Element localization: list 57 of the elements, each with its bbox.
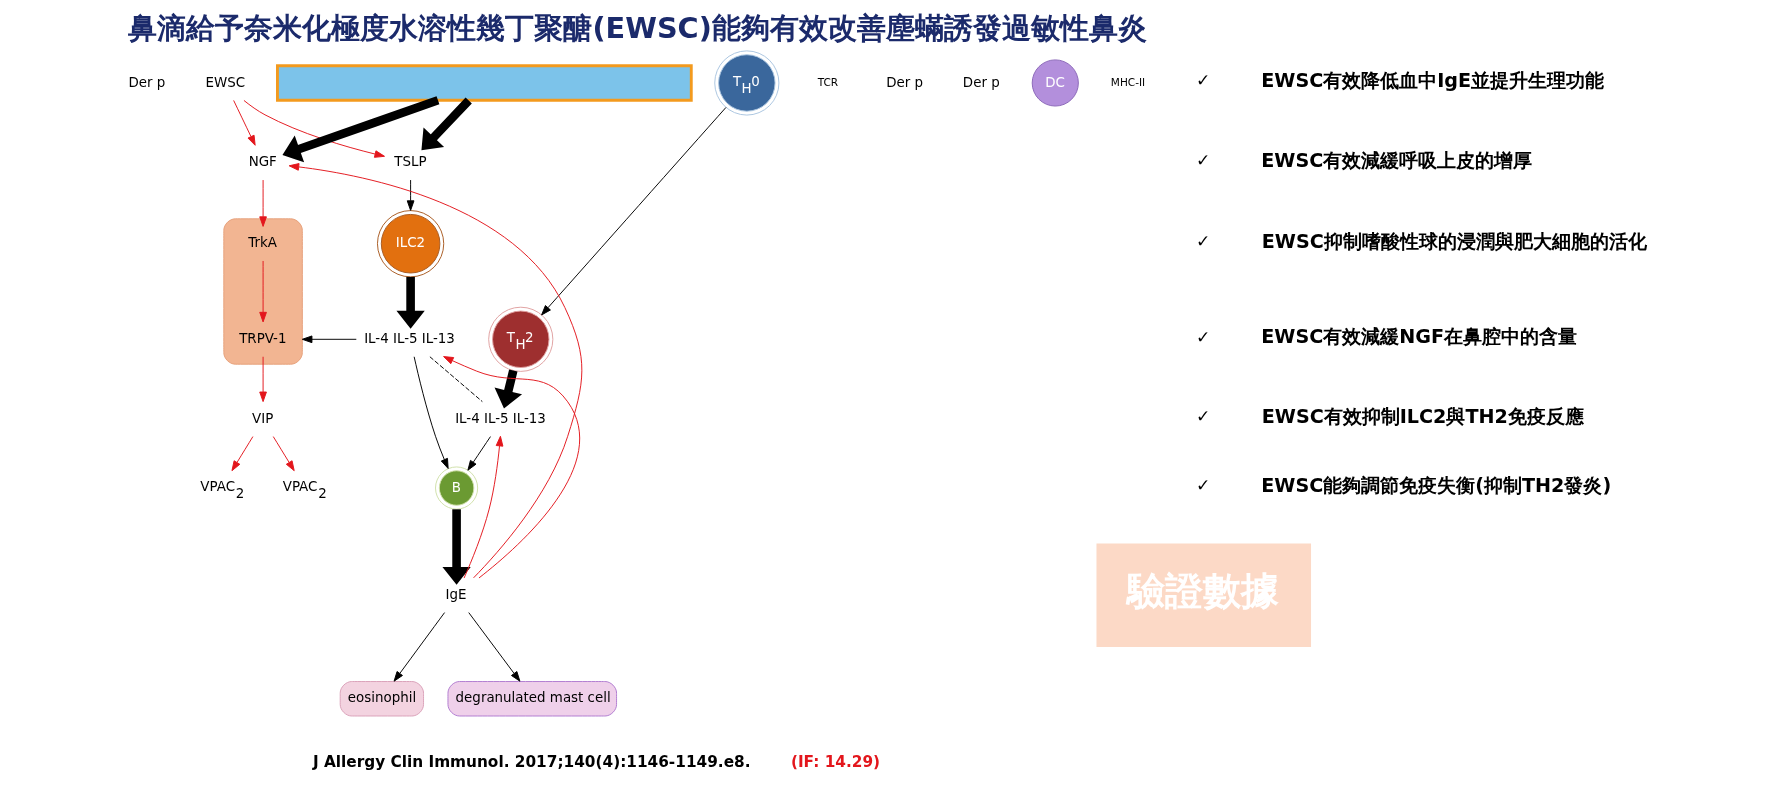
arrow [467, 436, 491, 471]
node-text: VIP [252, 410, 274, 426]
arrow [393, 612, 446, 682]
node-circle: DC [1031, 59, 1079, 107]
connector [429, 356, 483, 403]
arrow [442, 509, 471, 585]
node-box: eosinophil [339, 681, 424, 717]
arrow [443, 356, 580, 579]
label: ✓ [1196, 406, 1211, 427]
arrow [301, 335, 357, 344]
node-box [276, 64, 693, 102]
node-text: TrkA [248, 235, 277, 251]
node-text: Der p [128, 74, 166, 90]
label: EWSC有效抑制ILC2與TH2免疫反應 [1261, 404, 1584, 428]
arrow [231, 436, 254, 472]
arrow [288, 163, 583, 579]
node-text: IgE [445, 586, 467, 602]
node-label: TCR [817, 75, 839, 88]
node-text: Der p [962, 74, 1000, 90]
arrow [282, 96, 440, 163]
arrow [413, 356, 449, 469]
arrow [243, 99, 385, 158]
node-text: EWSC [205, 74, 246, 90]
node-text: Der p [886, 74, 924, 90]
node-text: IL-4 IL-5 IL-13 [455, 410, 546, 426]
label: ✓ [1196, 70, 1211, 91]
label: EWSC能夠調節免疫失衡(抑制TH2發炎) [1261, 473, 1612, 497]
arrow [463, 435, 504, 579]
label: EWSC有效減緩呼吸上皮的增厚 [1261, 148, 1533, 172]
label: ✓ [1196, 326, 1211, 347]
label: ✓ [1196, 475, 1211, 496]
arrow [233, 99, 256, 146]
label: J Allergy Clin Immunol. 2017;140(4):1146-1149.e8. [312, 752, 751, 771]
label: EWSC有效減緩NGF在鼻腔中的含量 [1261, 325, 1578, 349]
node-text: TRPV-1 [239, 330, 287, 346]
arrow [259, 179, 267, 227]
label: EWSC抑制嗜酸性球的浸潤與肥大細胞的活化 [1261, 229, 1647, 253]
arrow [421, 97, 472, 151]
node-text: NGF [248, 154, 277, 170]
arrow [494, 369, 523, 409]
arrow [259, 356, 267, 403]
arrow [259, 260, 267, 323]
arrow [406, 179, 415, 211]
node-box: degranulated mast cell [447, 681, 618, 717]
label: ✓ [1196, 230, 1211, 251]
label: (IF: 14.29) [790, 752, 881, 771]
node-text: IL-4 IL-5 IL-13 [364, 330, 455, 346]
arrow [541, 106, 727, 316]
diagram-title: 鼻滴給予奈米化極度水溶性幾丁聚醣(EWSC)能夠有效改善塵蟎誘發過敏性鼻炎 [128, 10, 1147, 45]
arrow [468, 612, 521, 682]
node-text: TSLP [394, 154, 427, 170]
label: ✓ [1196, 149, 1211, 170]
arrow [396, 276, 425, 329]
arrow [272, 436, 295, 472]
label: 驗證數據 [1127, 567, 1280, 613]
label: EWSC有效降低血中IgE並提升生理功能 [1261, 68, 1605, 92]
node-label: MHC-II [1110, 75, 1146, 88]
